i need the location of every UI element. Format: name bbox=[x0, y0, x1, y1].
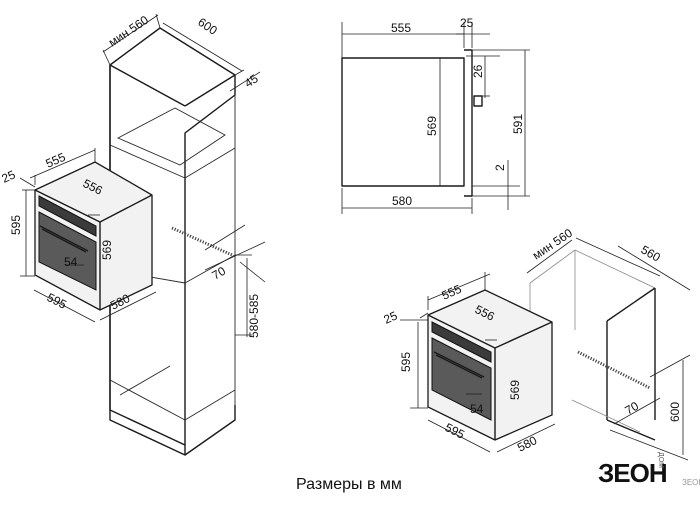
label-595-h: 595 bbox=[45, 290, 69, 312]
side-label-555: 555 bbox=[391, 21, 411, 35]
base-label-569: 569 bbox=[508, 380, 522, 400]
oven-right-dimensions bbox=[400, 272, 556, 453]
label-54: 54 bbox=[64, 255, 78, 269]
oven-side-view bbox=[341, 49, 483, 197]
brand-logo-side: ДОМ bbox=[657, 452, 664, 469]
label-569: 569 bbox=[100, 240, 114, 260]
base-cabinet bbox=[529, 249, 656, 441]
base-vent-grille bbox=[577, 350, 651, 390]
base-label-54: 54 bbox=[470, 402, 484, 416]
base-label-600: 600 bbox=[668, 402, 682, 422]
base-label-595-v: 595 bbox=[399, 352, 413, 372]
base-label-560: 560 bbox=[639, 242, 664, 264]
base-label-25: 25 bbox=[382, 308, 400, 326]
label-70: 70 bbox=[210, 264, 229, 283]
side-view-dimensions bbox=[341, 22, 530, 214]
side-label-580: 580 bbox=[392, 194, 412, 208]
label-580-585: 580-585 bbox=[247, 294, 261, 338]
base-label-555: 555 bbox=[440, 282, 464, 303]
label-595-v: 595 bbox=[9, 215, 23, 235]
side-label-2: 2 bbox=[493, 164, 507, 171]
base-cabinet-dimensions bbox=[526, 237, 691, 461]
side-label-26: 26 bbox=[471, 64, 485, 78]
label-min-560-top: мин 560 bbox=[106, 13, 151, 50]
base-label-580: 580 bbox=[515, 433, 539, 455]
base-label-70: 70 bbox=[623, 399, 642, 418]
label-555: 555 bbox=[44, 150, 68, 171]
side-label-591: 591 bbox=[511, 114, 525, 134]
label-600: 600 bbox=[195, 15, 220, 38]
label-45: 45 bbox=[242, 71, 261, 90]
oven-right bbox=[427, 289, 553, 441]
oven-left-dimensions bbox=[19, 148, 157, 323]
vent-grille bbox=[171, 226, 233, 257]
side-label-25: 25 bbox=[460, 16, 474, 30]
brand-logo: ЗЕОН bbox=[598, 458, 668, 488]
side-label-569: 569 bbox=[425, 116, 439, 136]
brand-logo-sub: ЗЕОН+ bbox=[682, 478, 700, 487]
units-caption: Размеры в мм bbox=[296, 476, 402, 493]
base-label-min-560: мин 560 bbox=[530, 226, 575, 263]
label-25: 25 bbox=[0, 167, 18, 185]
tall-cabinet-dimensions bbox=[102, 13, 266, 337]
